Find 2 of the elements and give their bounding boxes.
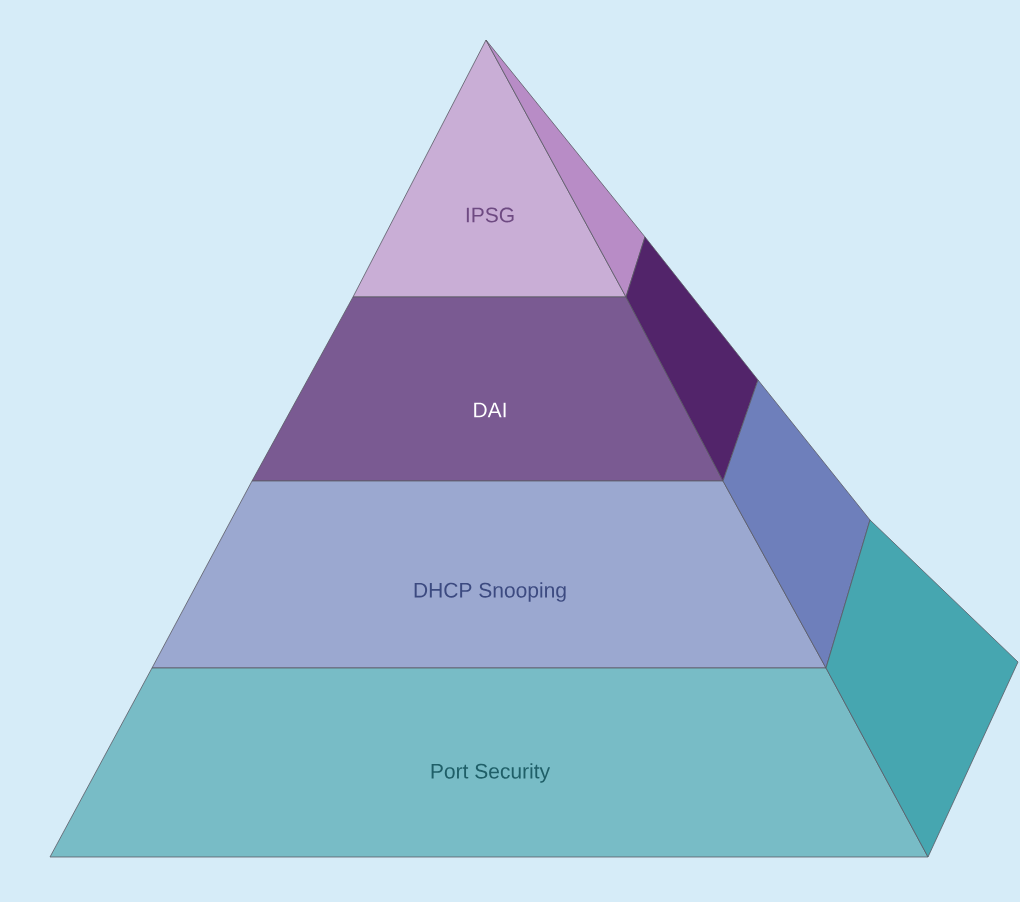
pyramid-layer: DAI bbox=[251, 236, 759, 482]
pyramid-layer: IPSG bbox=[352, 39, 646, 298]
